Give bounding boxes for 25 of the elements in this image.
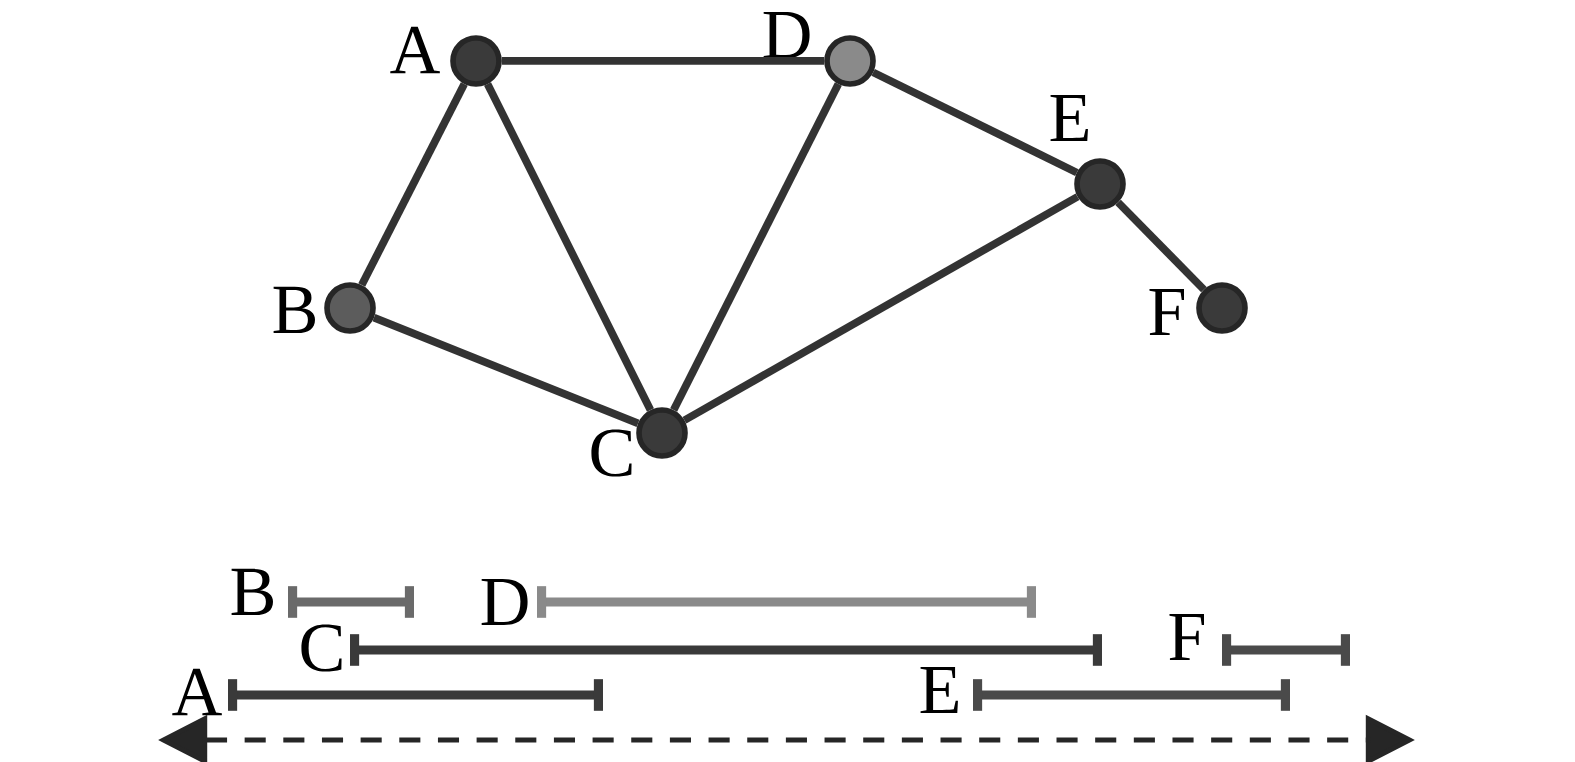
interval-label: C: [301, 624, 342, 672]
interval-label: D: [481, 578, 528, 626]
graph-edge: [871, 68, 1079, 177]
graph-vertex: [324, 282, 376, 334]
graph-vertex: [636, 407, 688, 459]
graph-vertex: [450, 35, 502, 87]
vertex-label: E: [1050, 95, 1088, 141]
graph-edge: [484, 82, 654, 412]
graph-vertex: [824, 35, 876, 87]
vertex-label: B: [273, 286, 315, 334]
interval-label: A: [172, 668, 222, 716]
interval-label: B: [231, 568, 273, 616]
vertex-label: D: [763, 11, 810, 59]
graph-edge: [1115, 199, 1207, 293]
graph-edge: [670, 82, 842, 412]
graph-vertex: [1074, 158, 1126, 210]
graph-edge: [372, 314, 640, 427]
graph-edge: [358, 82, 468, 287]
vertex-label: C: [591, 429, 632, 477]
vertex-label: F: [1149, 289, 1184, 335]
graph-vertex: [1196, 282, 1248, 334]
interval-label: F: [1169, 613, 1204, 660]
vertex-label: A: [390, 26, 440, 74]
graph-edge: [682, 193, 1080, 424]
interval-label: E: [920, 666, 958, 713]
